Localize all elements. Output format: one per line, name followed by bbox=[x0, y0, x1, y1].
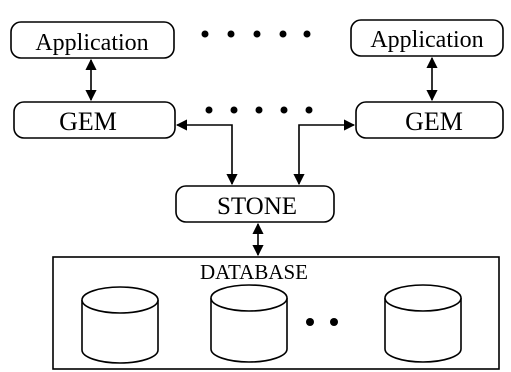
ellipsis-database bbox=[306, 318, 338, 326]
stone-label: STONE bbox=[217, 193, 297, 220]
database-cylinder-1 bbox=[81, 286, 159, 364]
arrow-gem-right-stone bbox=[293, 119, 356, 186]
gem-left-label: GEM bbox=[59, 107, 117, 136]
database-cylinder-2 bbox=[210, 284, 288, 363]
database-label: DATABASE bbox=[200, 260, 308, 284]
gem-left-box: GEM bbox=[13, 101, 176, 139]
application-right-label: Application bbox=[370, 27, 483, 53]
stone-box: STONE bbox=[175, 185, 335, 223]
application-right-box: Application bbox=[350, 19, 504, 57]
arrow-gem-left-stone bbox=[175, 119, 238, 186]
database-cylinder-3 bbox=[384, 284, 462, 363]
application-left-label: Application bbox=[35, 30, 148, 56]
ellipsis-top bbox=[201, 30, 311, 38]
gem-right-label: GEM bbox=[405, 107, 463, 136]
gem-right-box: GEM bbox=[355, 101, 504, 139]
application-left-box: Application bbox=[10, 21, 175, 59]
ellipsis-middle bbox=[205, 106, 313, 114]
